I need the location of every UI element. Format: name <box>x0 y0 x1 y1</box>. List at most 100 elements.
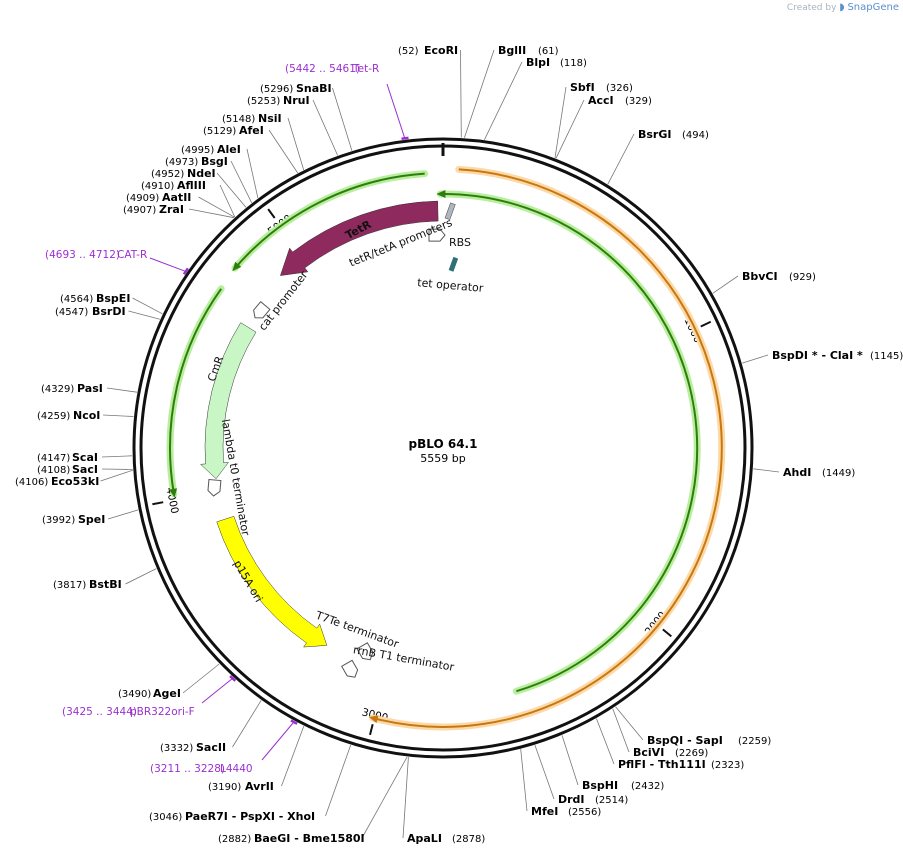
site-leader <box>232 700 262 748</box>
site-leader <box>198 196 235 218</box>
site-position: (4973) <box>165 157 198 168</box>
primer-range: (4693 .. 4712) <box>45 249 120 261</box>
site-ecori: EcoRI <box>424 44 458 57</box>
lambda-t0-terminator-label: lambda t0 terminator <box>219 418 252 537</box>
site-position: (4547) <box>55 307 88 318</box>
site-zrai: ZraI <box>159 203 184 216</box>
site-avrii: AvrII <box>245 780 274 793</box>
site-leader <box>555 99 585 159</box>
site-leader <box>132 297 163 315</box>
primer-range: (5442 .. 5461) <box>285 63 360 75</box>
site-ahdi: AhdI <box>783 466 811 479</box>
t7te-terminator-icon <box>341 659 359 678</box>
site-position: (1449) <box>822 468 855 479</box>
site-pasi: PasI <box>77 382 103 395</box>
site-leader <box>102 414 134 417</box>
orf-arc-green-left <box>169 288 223 498</box>
site-acci: AccI <box>588 94 614 107</box>
site-position: (2878) <box>452 834 485 845</box>
site-position: (5129) <box>203 126 236 137</box>
primer-name-cat-r: CAT-R <box>117 249 147 261</box>
primer-range: (3425 .. 3444) <box>62 706 137 718</box>
site-position: (52) <box>398 46 419 57</box>
site-leader <box>464 49 495 138</box>
site-leader <box>128 310 161 320</box>
site-baegi-bme1580i: BaeGI - Bme1580I <box>254 832 365 845</box>
credit-brand: SnapGene <box>847 2 899 13</box>
primer-leader <box>386 83 406 140</box>
site-position: (3046) <box>149 812 182 823</box>
rbs-feature-box <box>444 202 456 221</box>
site-ncoi: NcoI <box>73 409 100 422</box>
site-leader <box>106 387 138 393</box>
site-leader <box>607 133 635 185</box>
site-leader <box>361 756 408 839</box>
p15a-ori-feature-arrow <box>216 515 328 648</box>
tick-mark <box>662 628 672 638</box>
rbs-label: RBS <box>449 236 471 249</box>
snapgene-credit: Created by ◗ SnapGene <box>787 2 899 13</box>
site-position: (4907) <box>123 205 156 216</box>
site-spei: SpeI <box>78 513 105 526</box>
site-bcivi: BciVI <box>633 746 664 759</box>
site-leader <box>219 184 236 218</box>
orf-arc-green-right <box>436 189 699 693</box>
site-position: (4259) <box>37 411 70 422</box>
site-bglii: BglII <box>498 44 526 57</box>
site-position: (3190) <box>208 782 241 793</box>
rrnb-t1-terminator-label: rrnB T1 terminator <box>352 643 456 674</box>
site-leader <box>534 744 555 800</box>
site-position: (4108) <box>37 465 70 476</box>
site-leader <box>460 49 462 138</box>
site-leader <box>612 708 630 753</box>
tet-operator-feature-box <box>448 256 459 272</box>
backbone-outer <box>132 137 754 759</box>
tick-mark <box>369 723 374 736</box>
site-position: (5148) <box>222 114 255 125</box>
site-leader <box>216 172 247 208</box>
site-bstbi: BstBI <box>89 578 122 591</box>
site-position: (2514) <box>595 795 628 806</box>
credit-text: Created by <box>786 3 837 13</box>
site-leader <box>520 749 528 812</box>
site-leader <box>712 275 739 294</box>
site-position: (929) <box>789 272 816 283</box>
site-bsrdi: BsrDI <box>92 305 126 318</box>
site-paer7i-pspxi-xhoi: PaeR7I - PspXI - XhoI <box>185 810 315 823</box>
site-position: (4952) <box>151 169 184 180</box>
site-leader <box>484 61 523 140</box>
tick-mark <box>267 208 276 219</box>
tetr-feature-arrow <box>280 200 439 276</box>
site-leader <box>332 87 353 151</box>
site-leader <box>615 706 644 741</box>
site-leader <box>125 568 157 585</box>
site-bsphi: BspHI <box>582 779 618 792</box>
site-position: (2323) <box>711 760 744 771</box>
site-leader <box>182 663 220 694</box>
primer-name-l4440: L4440 <box>220 763 253 775</box>
site-drdi: DrdI <box>558 793 585 806</box>
site-position: (494) <box>682 130 709 141</box>
site-leader <box>246 148 259 199</box>
cat-promoter-label: cat promoter <box>256 268 311 333</box>
primer-name-tet-r: Tet-R <box>352 63 379 75</box>
site-position: (2269) <box>675 748 708 759</box>
site-position: (2259) <box>738 736 771 747</box>
site-position: (5296) <box>260 84 293 95</box>
site-position: (4329) <box>41 384 74 395</box>
site-leader <box>107 509 139 520</box>
primer-layer: (5442 .. 5461)Tet-R (4693 .. 4712)CAT-R (3… <box>45 63 409 775</box>
site-nsii: NsiI <box>258 112 282 125</box>
site-position: (4564) <box>60 294 93 305</box>
site-leader <box>554 86 567 158</box>
site-aatii: AatII <box>162 191 191 204</box>
site-leader <box>561 735 579 786</box>
site-bsgi: BsgI <box>201 155 228 168</box>
site-leader <box>100 469 133 482</box>
tetr-tetA-promoter-icon <box>428 228 446 242</box>
site-layer: EcoRI(52)BglII(61)BlpI(118)SbfI(326)AccI… <box>15 44 903 845</box>
site-scai: ScaI <box>72 451 98 464</box>
site-agei: AgeI <box>153 687 181 700</box>
site-leader <box>230 160 253 203</box>
